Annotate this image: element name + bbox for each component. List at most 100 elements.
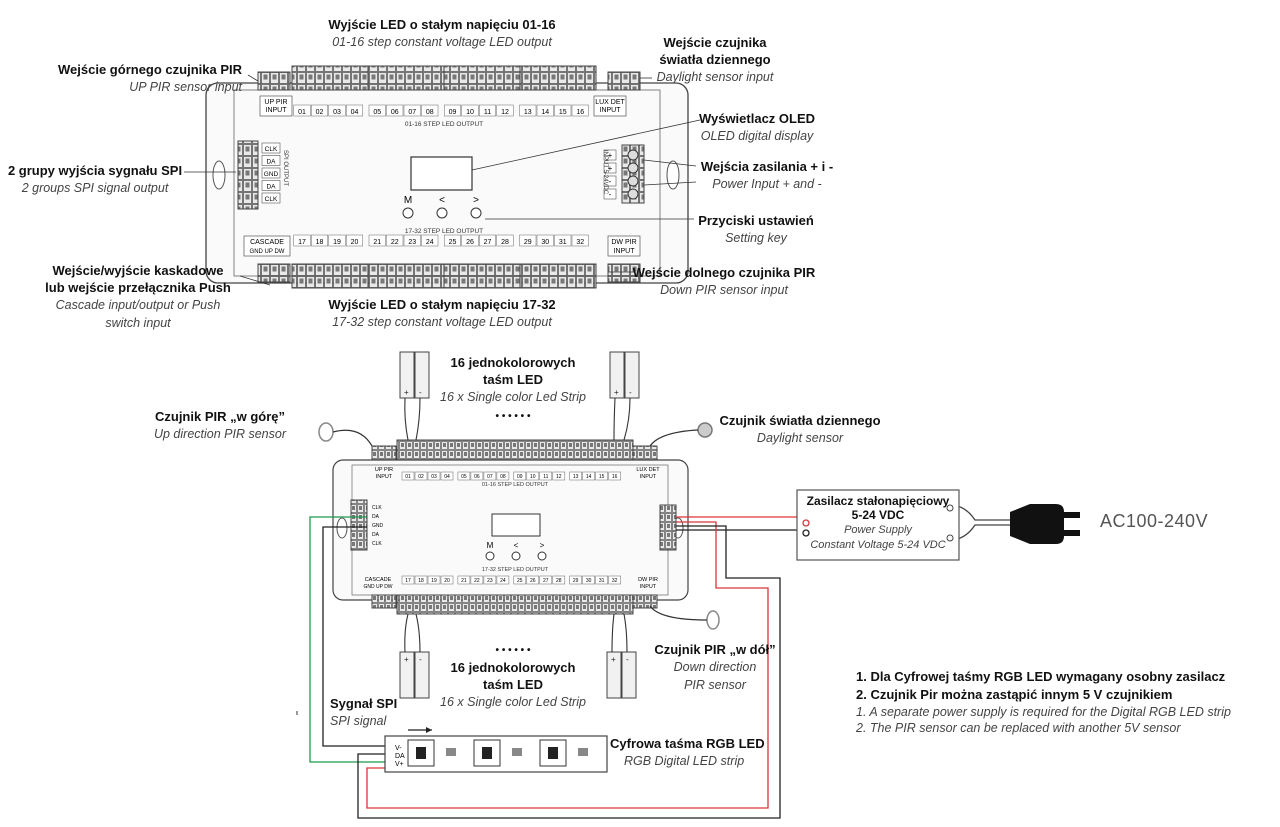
label-strip-bottom-pl1: 16 jednokolorowych	[450, 660, 576, 675]
top-channel-label-box	[386, 104, 404, 117]
power-supply-box	[796, 489, 960, 561]
svg-text:-: -	[419, 655, 422, 664]
power-pin-box	[603, 162, 617, 174]
label-strip-bottom: • • • • • • 16 jednokolorowych taśm LED …	[430, 640, 596, 711]
bb-bottom-channel-label: 29	[573, 578, 579, 584]
bb-top-channel-label-box	[582, 471, 595, 481]
power-pin-label: +	[608, 164, 613, 173]
bb-bottom-channel-label-box	[608, 575, 621, 585]
label-spi-signal: Sygnał SPI SPI signal	[330, 695, 430, 730]
bb-bottom-channel-label-box	[483, 575, 497, 585]
label-daylight-sensor: Czujnik światła dziennego Daylight senso…	[712, 412, 888, 447]
strip-pin-vminus: V-	[395, 745, 402, 752]
bb-top-channel-label-box	[401, 471, 415, 481]
bb-top-channel-label-box	[427, 471, 441, 481]
power-pin-box	[603, 175, 617, 187]
bb-bottom-channel-label: 30	[586, 578, 592, 584]
bottom-channel-label-box	[536, 234, 554, 247]
top-channel-label: 07	[408, 109, 416, 116]
bb-bottom-channel-label-box	[552, 575, 566, 585]
svg-text:+: +	[404, 655, 409, 664]
label-pir-down-en2: PIR sensor	[684, 678, 746, 692]
bb-spi-pin-label: GND	[372, 523, 384, 529]
bottom-channel-label: 23	[408, 239, 416, 246]
bottom-channel-label: 27	[484, 239, 492, 246]
label-spi-en: 2 groups SPI signal output	[21, 181, 169, 195]
button-label: <	[514, 541, 519, 550]
strip-top-dots: • • • • • •	[495, 411, 531, 422]
power-pin-label: -	[609, 190, 612, 199]
bottom-channel-label: 19	[333, 239, 341, 246]
bb-top-channel-label-box	[440, 471, 454, 481]
bb-bottom-channel-label: 25	[517, 578, 523, 584]
top-channel-label-box	[554, 104, 572, 117]
top-channel-label: 09	[449, 109, 457, 116]
spi-pin-label: GND	[264, 171, 279, 178]
bb-bottom-channel-label-box	[513, 575, 527, 585]
top-channel-label-box	[444, 104, 461, 117]
button-label: M	[404, 195, 412, 206]
bb-bottom-channel-label-box	[595, 575, 608, 585]
bb-lux2: INPUT	[640, 474, 657, 480]
bb-top-channel-label: 01	[405, 474, 411, 480]
notes: 1. Dla Cyfrowej taśmy RGB LED wymagany o…	[856, 668, 1276, 736]
strip-wires	[404, 397, 631, 653]
label-up-pir-en: UP PIR sensor input	[129, 80, 242, 94]
bottom-channel-label-box	[403, 234, 421, 247]
bottom-channel-label-box	[444, 234, 461, 247]
top-channel-label: 12	[501, 109, 509, 116]
label-psu-en2: Constant Voltage 5-24 VDC	[810, 539, 946, 551]
bb-top-channel-label-box	[552, 471, 566, 481]
bb-top-channel-label-box	[414, 471, 428, 481]
label-oled-pl: Wyświetlacz OLED	[698, 111, 816, 126]
bottom-channel-label-box	[519, 234, 537, 247]
label-strip-top: 16 jednokolorowych taśm LED 16 x Single …	[430, 354, 596, 425]
bb-top-channel-label: 15	[599, 474, 605, 480]
button-label: >	[540, 541, 545, 550]
note-pl-1: 1. Dla Cyfrowej taśmy RGB LED wymagany o…	[856, 669, 1226, 684]
button-circle	[537, 551, 547, 561]
top-channel-label: 13	[524, 109, 532, 116]
power-screw	[627, 162, 639, 174]
top-channel-label-box	[421, 104, 439, 117]
top-channel-label-box	[519, 104, 537, 117]
bb-top-channel-label: 12	[556, 474, 562, 480]
top-channel-label-box	[479, 104, 496, 117]
label-led-out-1-16-en: 01-16 step constant voltage LED output	[332, 35, 552, 49]
label-led-out-17-32: Wyjście LED o stałym napięciu 17-32 17-3…	[282, 296, 602, 331]
bb-bottom-channel-label-box	[457, 575, 471, 585]
bottom-channel-label: 18	[316, 239, 324, 246]
button-label: >	[473, 195, 479, 206]
label-spi-pl: 2 grupy wyjścia sygnału SPI	[7, 163, 183, 178]
bb-up-pir2: INPUT	[376, 474, 393, 480]
label-cascade-pl2: lub wejście przełącznika Push	[45, 280, 231, 295]
top-channel-label: 10	[466, 109, 474, 116]
bb-top-channel-label: 03	[431, 474, 437, 480]
bottom-channel-label-box	[328, 234, 346, 247]
bb-cascade-pins: GND UP DW	[363, 584, 392, 590]
bb-bottom-channel-label: 28	[556, 578, 562, 584]
label-spi-signal-pl: Sygnał SPI	[330, 696, 398, 711]
board-dw-pir-label: DW PIR	[611, 239, 636, 246]
label-setting-pl: Przyciski ustawień	[698, 213, 814, 228]
label-cascade-en1: Cascade input/output or Push	[55, 298, 221, 312]
bb-cascade: CASCADE	[365, 577, 392, 583]
power-pin-box	[603, 149, 617, 161]
svg-text:+: +	[614, 388, 619, 397]
bottom-channel-label-box	[368, 234, 386, 247]
label-spi-signal-en: SPI signal	[330, 714, 387, 728]
label-rgb-strip: Cyfrowa taśma RGB LED RGB Digital LED st…	[610, 735, 780, 770]
bb-top-channel-label: 10	[530, 474, 536, 480]
bb-top-channel-label: 07	[487, 474, 493, 480]
bb-spi-pin-label: DA	[372, 532, 380, 538]
top-channel-label: 08	[426, 109, 434, 116]
label-cascade-pl1: Wejście/wyjście kaskadowe	[52, 263, 224, 278]
bb-top-channel-label-box	[608, 471, 621, 481]
button-label: M	[487, 541, 494, 550]
label-strip-top-en: 16 x Single color Led Strip	[440, 390, 586, 404]
power-pin-label: -	[609, 177, 612, 186]
